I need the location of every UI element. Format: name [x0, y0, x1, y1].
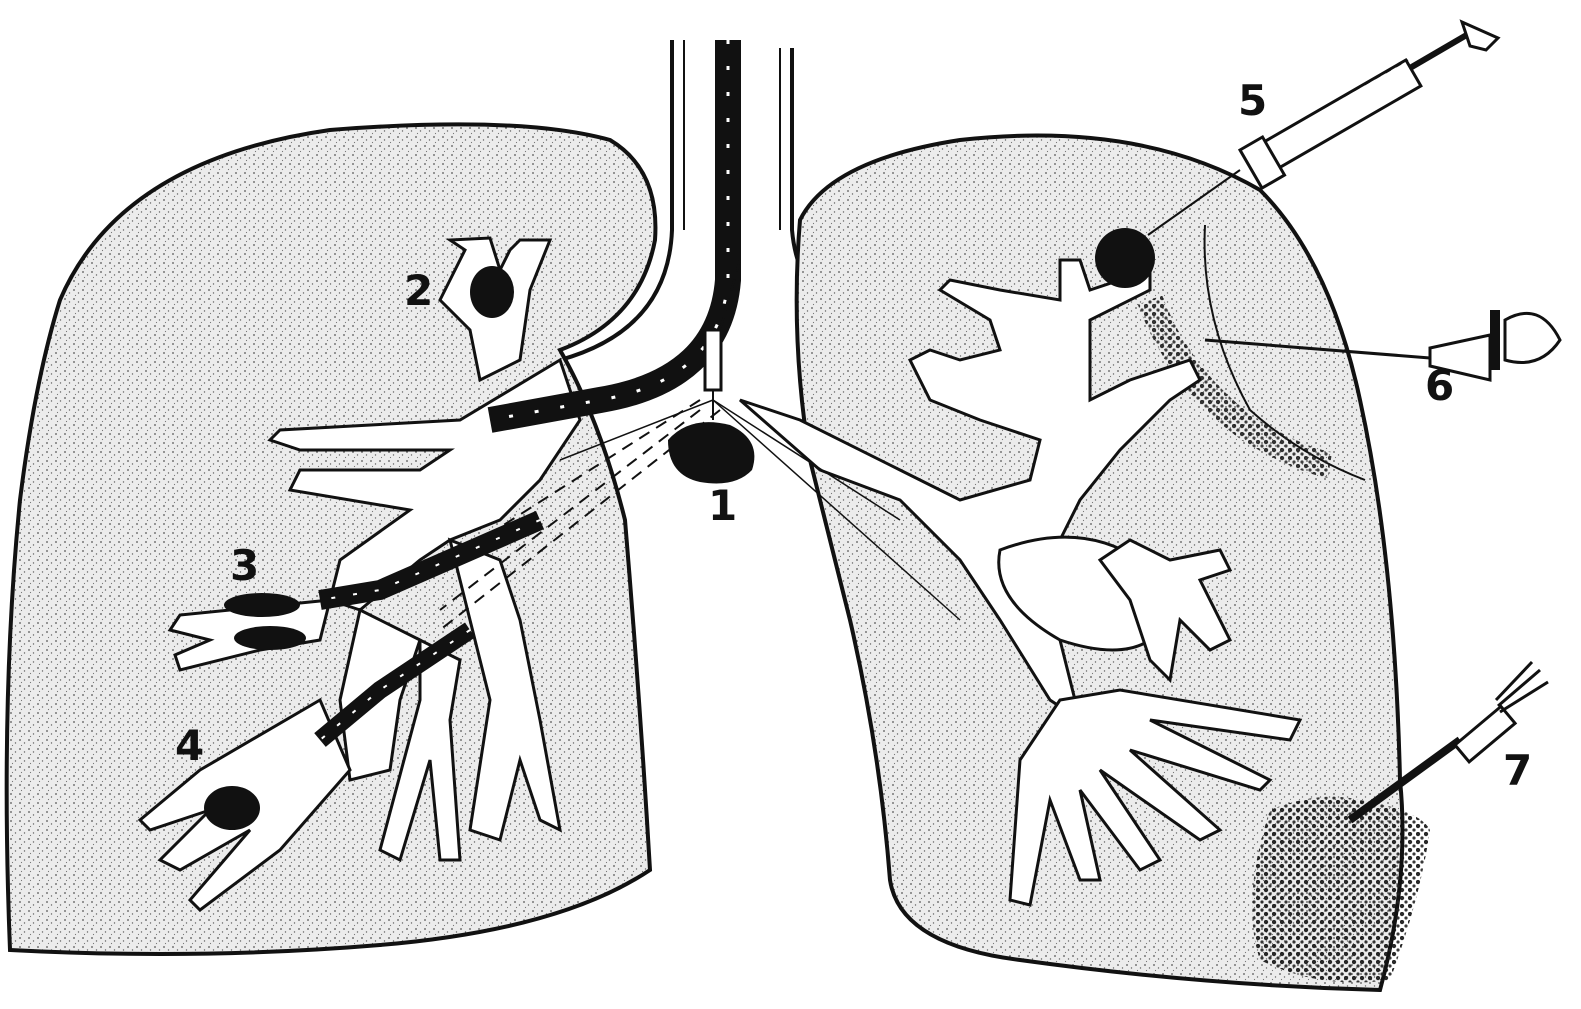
label-6: 6 — [1425, 361, 1454, 410]
label-1: 1 — [708, 481, 737, 530]
label-7: 7 — [1503, 746, 1532, 795]
lesion-4 — [204, 786, 260, 830]
label-5: 5 — [1238, 76, 1267, 125]
label-3: 3 — [230, 541, 259, 590]
label-2: 2 — [404, 266, 433, 315]
lesion-5 — [1095, 228, 1155, 288]
label-4: 4 — [175, 721, 204, 770]
lesion-2 — [470, 266, 514, 318]
brush-lesion-area — [1252, 797, 1430, 983]
lesion-3a — [224, 593, 300, 617]
lesion-3b — [234, 626, 306, 650]
lesion-1 — [668, 422, 754, 483]
